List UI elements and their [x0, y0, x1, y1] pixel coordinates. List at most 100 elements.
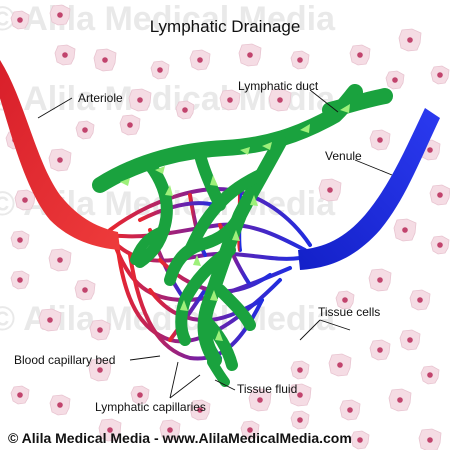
tissue-cell: [48, 148, 72, 172]
tissue-cell: [288, 383, 312, 407]
tissue-cell: [238, 43, 262, 67]
tissue-cell-nucleus: [427, 372, 433, 378]
tissue-cell-nucleus: [357, 52, 363, 58]
tissue-cell-nucleus: [227, 97, 233, 103]
tissue-cell-nucleus: [397, 397, 403, 403]
tissue-cell-nucleus: [427, 437, 433, 443]
lymphatic-vessels: [92, 84, 393, 387]
tissue-cell-nucleus: [197, 57, 203, 63]
tissue-cell-nucleus: [82, 127, 88, 133]
tissue-cell: [393, 218, 417, 242]
tissue-cell-nucleus: [62, 52, 68, 58]
tissue-cell: [369, 339, 391, 361]
tissue-cell-nucleus: [417, 297, 423, 303]
tissue-cell: [10, 385, 30, 405]
tissue-cell: [328, 353, 352, 377]
tissue-cell: [14, 189, 36, 211]
tissue-cell: [119, 114, 141, 136]
tissue-cell-nucleus: [427, 147, 433, 153]
tissue-cell-nucleus: [127, 122, 133, 128]
tissue-cell: [93, 48, 117, 72]
tissue-cell-nucleus: [57, 157, 63, 163]
venule-vessel: [298, 108, 440, 270]
label-venule: Venule: [325, 149, 362, 163]
tissue-cell-nucleus: [57, 12, 63, 18]
tissue-cell-nucleus: [257, 397, 263, 403]
label-arteriole: Arteriole: [78, 91, 123, 105]
tissue-cell: [290, 360, 310, 380]
tissue-cell-nucleus: [137, 97, 143, 103]
tissue-cell: [430, 65, 450, 85]
tissue-cell: [150, 60, 170, 80]
tissue-cell-nucleus: [437, 72, 443, 78]
tissue-cell-nucleus: [182, 107, 188, 113]
tissue-cell-nucleus: [17, 237, 23, 243]
tissue-cell: [430, 235, 450, 255]
tissue-cell: [10, 10, 30, 30]
tissue-cell-nucleus: [327, 187, 333, 193]
tissue-cell: [49, 394, 71, 416]
tissue-cell: [159, 419, 181, 441]
tissue-cell: [368, 268, 392, 292]
diagram-title: Lymphatic Drainage: [150, 17, 301, 36]
tissue-cell: [290, 410, 310, 430]
tissue-cell: [349, 44, 371, 66]
tissue-cell: [54, 44, 76, 66]
tissue-cell: [10, 230, 30, 250]
tissue-cell-nucleus: [157, 67, 163, 73]
tissue-cell: [189, 399, 211, 421]
tissue-cell: [339, 399, 361, 421]
tissue-cell-nucleus: [97, 367, 103, 373]
tissue-cell-nucleus: [407, 37, 413, 43]
tissue-cell-nucleus: [17, 17, 23, 23]
tissue-cell: [10, 270, 30, 290]
copyright-footer: © Alila Medical Media - www.AlilaMedical…: [8, 430, 352, 446]
tissue-cell-nucleus: [437, 242, 443, 248]
tissue-cell-nucleus: [17, 392, 23, 398]
tissue-cell: [248, 388, 272, 412]
tissue-cell: [49, 4, 71, 26]
tissue-cell-nucleus: [377, 137, 383, 143]
label-tissue-cells: Tissue cells: [318, 305, 380, 319]
tissue-cell: [385, 70, 405, 90]
tissue-cell-nucleus: [57, 257, 63, 263]
tissue-cell-nucleus: [47, 317, 53, 323]
tissue-cell: [418, 428, 442, 450]
tissue-cell-nucleus: [342, 297, 348, 303]
tissue-cell-nucleus: [357, 437, 363, 443]
tissue-cell: [48, 248, 72, 272]
tissue-cell: [74, 279, 96, 301]
tissue-cell: [268, 88, 292, 112]
tissue-cell-nucleus: [167, 427, 173, 433]
tissue-cell-nucleus: [57, 402, 63, 408]
tissue-cell-nucleus: [407, 337, 413, 343]
tissue-cell: [409, 289, 431, 311]
tissue-cell: [318, 178, 342, 202]
tissue-cell: [189, 49, 211, 71]
tissue-cell-nucleus: [107, 427, 113, 433]
tissue-cells-layer: [5, 4, 450, 450]
tissue-cell-nucleus: [297, 417, 303, 423]
tissue-cell: [350, 430, 370, 450]
tissue-cell: [398, 28, 422, 52]
tissue-cell: [75, 120, 95, 140]
tissue-cell: [89, 319, 111, 341]
tissue-cell-nucleus: [247, 52, 253, 58]
tissue-cell-nucleus: [137, 392, 143, 398]
tissue-cell-nucleus: [347, 407, 353, 413]
tissue-cell: [429, 184, 450, 206]
tissue-cell: [240, 420, 260, 440]
tissue-cell: [128, 88, 152, 112]
tissue-cell: [420, 365, 440, 385]
label-lymphatic-duct: Lymphatic duct: [238, 79, 319, 93]
tissue-cell-nucleus: [377, 277, 383, 283]
tissue-cell-nucleus: [102, 57, 108, 63]
tissue-cell-nucleus: [247, 427, 253, 433]
tissue-cell-nucleus: [297, 392, 303, 398]
tissue-cell: [388, 388, 412, 412]
tissue-cell-nucleus: [337, 362, 343, 368]
leader-lines: [37, 89, 393, 399]
arteriole-vessel: [0, 60, 120, 250]
tissue-cell-nucleus: [297, 367, 303, 373]
